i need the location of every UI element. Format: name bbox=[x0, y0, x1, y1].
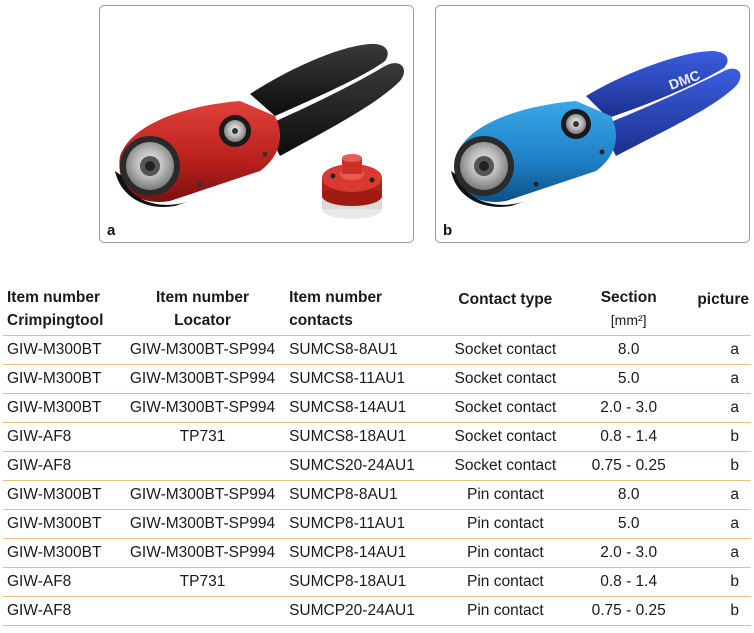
red-crimping-tool-illustration bbox=[115, 43, 405, 219]
header-crimpingtool: Item number Crimpingtool bbox=[3, 286, 120, 336]
cell-type: Socket contact bbox=[438, 364, 573, 394]
cell-type: Socket contact bbox=[438, 451, 573, 481]
table-row: GIW-AF8 TP731 SUMCP8-18AU1 Pin contact 0… bbox=[3, 567, 751, 597]
header-picture-label: picture bbox=[697, 291, 749, 308]
cell-picture: b bbox=[684, 567, 751, 597]
cell-section: 0.8 - 1.4 bbox=[572, 567, 685, 597]
cell-picture: a bbox=[684, 393, 751, 423]
cell-section: 0.75 - 0.25 bbox=[572, 596, 685, 626]
header-section: Section [mm²] bbox=[572, 286, 685, 336]
header-section-label: Section bbox=[600, 289, 657, 306]
cell-section: 0.75 - 0.25 bbox=[572, 451, 685, 481]
header-locator-line2: Locator bbox=[174, 312, 231, 329]
cell-picture: b bbox=[684, 596, 751, 626]
cell-section: 8.0 bbox=[572, 335, 685, 365]
header-picture: picture bbox=[685, 286, 751, 336]
table-row: GIW-M300BT GIW-M300BT-SP994 SUMCP8-14AU1… bbox=[3, 538, 751, 568]
cell-tool: GIW-M300BT bbox=[3, 509, 120, 539]
cell-locator: GIW-M300BT-SP994 bbox=[119, 509, 286, 539]
cell-locator: GIW-M300BT-SP994 bbox=[119, 393, 286, 423]
table-row: GIW-AF8 TP731 SUMCS8-18AU1 Socket contac… bbox=[3, 422, 751, 452]
header-contact-type-label: Contact type bbox=[458, 291, 553, 308]
header-crimpingtool-line2: Crimpingtool bbox=[7, 312, 104, 329]
cell-section: 0.8 - 1.4 bbox=[572, 422, 685, 452]
cell-tool: GIW-AF8 bbox=[3, 596, 120, 626]
panel-label-b: b bbox=[443, 222, 453, 239]
photo-panel-a: a bbox=[99, 5, 414, 243]
cell-type: Pin contact bbox=[438, 509, 573, 539]
cell-tool: GIW-AF8 bbox=[3, 567, 120, 597]
table-row: GIW-M300BT GIW-M300BT-SP994 SUMCP8-11AU1… bbox=[3, 509, 751, 539]
header-contact-type: Contact type bbox=[438, 286, 572, 336]
header-contacts-line1: Item number bbox=[289, 289, 383, 306]
cell-contact: SUMCP8-11AU1 bbox=[285, 509, 439, 539]
cell-picture: a bbox=[684, 538, 751, 568]
table-row: GIW-M300BT GIW-M300BT-SP994 SUMCS8-14AU1… bbox=[3, 393, 751, 423]
blue-crimping-tool-illustration: DMC bbox=[451, 51, 741, 207]
table-row: GIW-M300BT GIW-M300BT-SP994 SUMCS8-8AU1 … bbox=[3, 335, 751, 365]
header-locator: Item number Locator bbox=[120, 286, 285, 336]
table-row: GIW-AF8 SUMCP20-24AU1 Pin contact 0.75 -… bbox=[3, 596, 751, 626]
cell-type: Pin contact bbox=[438, 567, 573, 597]
cell-type: Socket contact bbox=[438, 422, 573, 452]
header-contacts: Item number contacts bbox=[285, 286, 438, 336]
table-header-row: Item number Crimpingtool Item number Loc… bbox=[3, 286, 751, 336]
cell-picture: a bbox=[684, 480, 751, 510]
panel-label-a: a bbox=[107, 222, 116, 239]
table-row: GIW-M300BT GIW-M300BT-SP994 SUMCS8-11AU1… bbox=[3, 364, 751, 394]
cell-type: Pin contact bbox=[438, 596, 573, 626]
header-locator-line1: Item number bbox=[156, 289, 250, 306]
cell-section: 5.0 bbox=[572, 364, 685, 394]
cell-section: 8.0 bbox=[572, 480, 685, 510]
cell-tool: GIW-AF8 bbox=[3, 451, 120, 481]
cell-type: Pin contact bbox=[438, 538, 573, 568]
cell-locator bbox=[119, 596, 286, 626]
cell-tool: GIW-M300BT bbox=[3, 480, 120, 510]
cell-locator: GIW-M300BT-SP994 bbox=[119, 538, 286, 568]
table-row: GIW-AF8 SUMCS20-24AU1 Socket contact 0.7… bbox=[3, 451, 751, 481]
cell-section: 2.0 - 3.0 bbox=[572, 538, 685, 568]
table-body: GIW-M300BT GIW-M300BT-SP994 SUMCS8-8AU1 … bbox=[3, 335, 751, 626]
header-crimpingtool-line1: Item number bbox=[7, 289, 101, 306]
cell-tool: GIW-M300BT bbox=[3, 393, 120, 423]
cell-type: Socket contact bbox=[438, 393, 573, 423]
cell-section: 2.0 - 3.0 bbox=[572, 393, 685, 423]
header-contacts-line2: contacts bbox=[289, 312, 353, 329]
contacts-table: Item number Crimpingtool Item number Loc… bbox=[3, 286, 751, 626]
cell-picture: b bbox=[684, 451, 751, 481]
cell-tool: GIW-AF8 bbox=[3, 422, 120, 452]
header-section-unit: [mm²] bbox=[610, 312, 647, 328]
cell-locator: GIW-M300BT-SP994 bbox=[119, 364, 286, 394]
cell-contact: SUMCP20-24AU1 bbox=[285, 596, 439, 626]
cell-contact: SUMCP8-8AU1 bbox=[285, 480, 439, 510]
cell-locator: TP731 bbox=[119, 567, 286, 597]
cell-locator: TP731 bbox=[119, 422, 286, 452]
cell-tool: GIW-M300BT bbox=[3, 364, 120, 394]
cell-type: Socket contact bbox=[438, 335, 573, 365]
cell-type: Pin contact bbox=[438, 480, 573, 510]
cell-section: 5.0 bbox=[572, 509, 685, 539]
cell-picture: a bbox=[684, 364, 751, 394]
cell-locator: GIW-M300BT-SP994 bbox=[119, 335, 286, 365]
table-row: GIW-M300BT GIW-M300BT-SP994 SUMCP8-8AU1 … bbox=[3, 480, 751, 510]
cell-picture: b bbox=[684, 422, 751, 452]
cell-picture: a bbox=[684, 509, 751, 539]
cell-contact: SUMCP8-14AU1 bbox=[285, 538, 439, 568]
photo-panel-b: DMC b bbox=[435, 5, 750, 243]
cell-locator: GIW-M300BT-SP994 bbox=[119, 480, 286, 510]
cell-locator bbox=[119, 451, 286, 481]
cell-picture: a bbox=[684, 335, 751, 365]
cell-contact: SUMCS20-24AU1 bbox=[285, 451, 439, 481]
cell-tool: GIW-M300BT bbox=[3, 335, 120, 365]
cell-tool: GIW-M300BT bbox=[3, 538, 120, 568]
cell-contact: SUMCS8-8AU1 bbox=[285, 335, 439, 365]
cell-contact: SUMCS8-18AU1 bbox=[285, 422, 439, 452]
cell-contact: SUMCS8-11AU1 bbox=[285, 364, 439, 394]
cell-contact: SUMCP8-18AU1 bbox=[285, 567, 439, 597]
cell-contact: SUMCS8-14AU1 bbox=[285, 393, 439, 423]
